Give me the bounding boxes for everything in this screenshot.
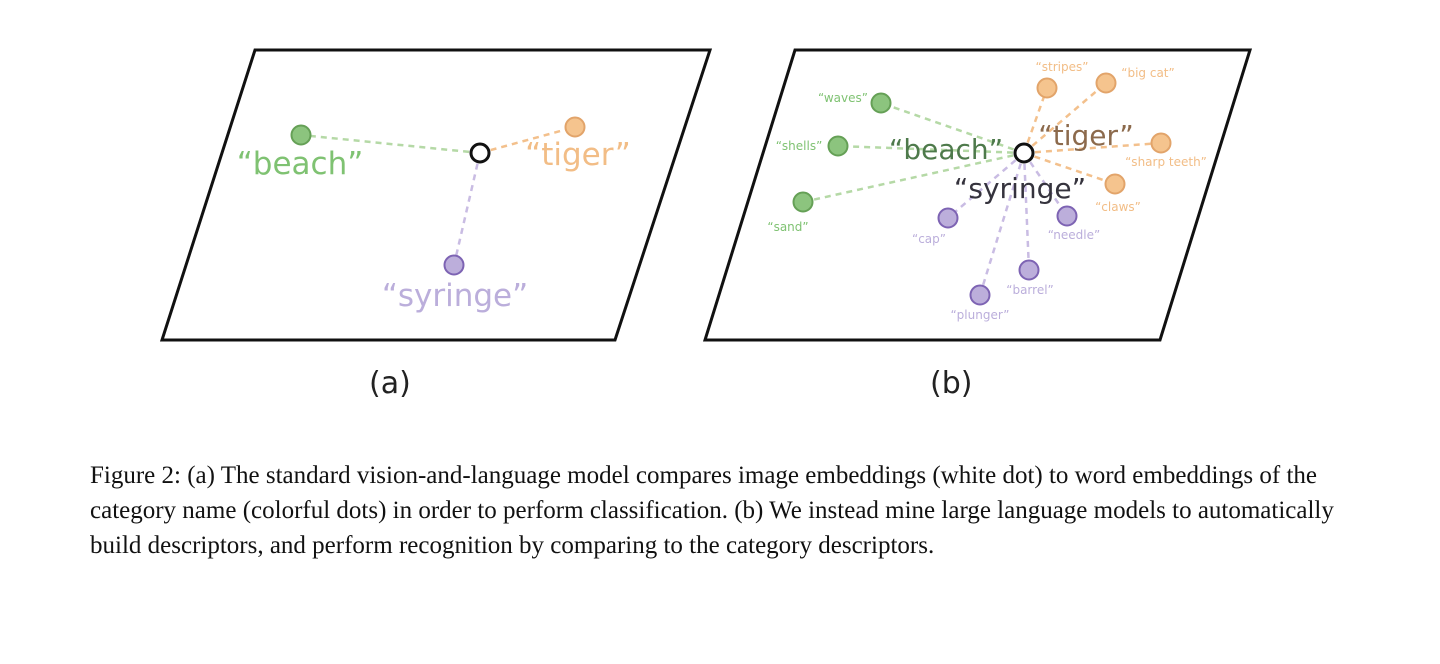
image-embedding-dot [1013, 142, 1035, 164]
figure-diagram: “beach” “tiger” “syringe” “waves” “shells” “… [159, 48, 1253, 342]
category-label: “syringe” [954, 172, 1086, 205]
descriptor-dot [792, 191, 814, 213]
subfigure-label-b: (b) [930, 366, 973, 401]
category-dot [564, 116, 586, 138]
image-embedding-dot [469, 142, 491, 164]
descriptor-dot [827, 135, 849, 157]
descriptor-label: “sand” [767, 220, 808, 234]
dashed-connector [802, 151, 1025, 204]
descriptor-dot [870, 92, 892, 114]
dashed-connector [978, 152, 1026, 296]
category-label: “tiger” [1038, 119, 1133, 152]
descriptor-label: “sharp teeth” [1125, 155, 1207, 169]
embedding-space-a [159, 48, 713, 342]
descriptor-dot [969, 284, 991, 306]
descriptor-label: “claws” [1095, 200, 1141, 214]
descriptor-dot [1018, 259, 1040, 281]
descriptor-dot [1036, 77, 1058, 99]
dashed-connector [1022, 152, 1031, 271]
descriptor-dot [1056, 205, 1078, 227]
category-dot [290, 124, 312, 146]
category-label: “beach” [889, 133, 1003, 166]
category-label: “syringe” [382, 278, 528, 314]
dashed-connector [452, 152, 482, 266]
dashed-connector [1023, 151, 1116, 186]
descriptor-label: “waves” [818, 91, 868, 105]
descriptor-label: “shells” [776, 139, 823, 153]
dashed-connector [837, 144, 1025, 155]
dashed-connector [947, 152, 1025, 219]
descriptor-label: “cap” [912, 232, 946, 246]
category-dot [443, 254, 465, 276]
dashed-connector [1023, 141, 1162, 155]
dashed-connector [300, 133, 481, 155]
dashed-connector [479, 125, 576, 155]
dashed-connector [1022, 87, 1049, 154]
figure-caption: Figure 2: (a) The standard vision-and-la… [90, 462, 1334, 559]
descriptor-dot [1150, 132, 1172, 154]
descriptor-dot [1104, 173, 1126, 195]
descriptor-label: “barrel” [1006, 283, 1054, 297]
dashed-connector [1023, 82, 1107, 154]
descriptor-dot [1095, 72, 1117, 94]
descriptor-dot [937, 207, 959, 229]
category-label: “tiger” [525, 137, 631, 173]
dashed-connector [880, 101, 1025, 155]
descriptor-label: “stripes” [1036, 60, 1089, 74]
embedding-space-b [702, 48, 1253, 342]
category-label: “beach” [237, 146, 364, 182]
descriptor-label: “big cat” [1121, 66, 1174, 80]
descriptor-label: “plunger” [950, 308, 1009, 322]
dashed-connector [1022, 152, 1069, 217]
subfigure-label-a: (a) [369, 366, 411, 401]
descriptor-label: “needle” [1048, 228, 1100, 242]
